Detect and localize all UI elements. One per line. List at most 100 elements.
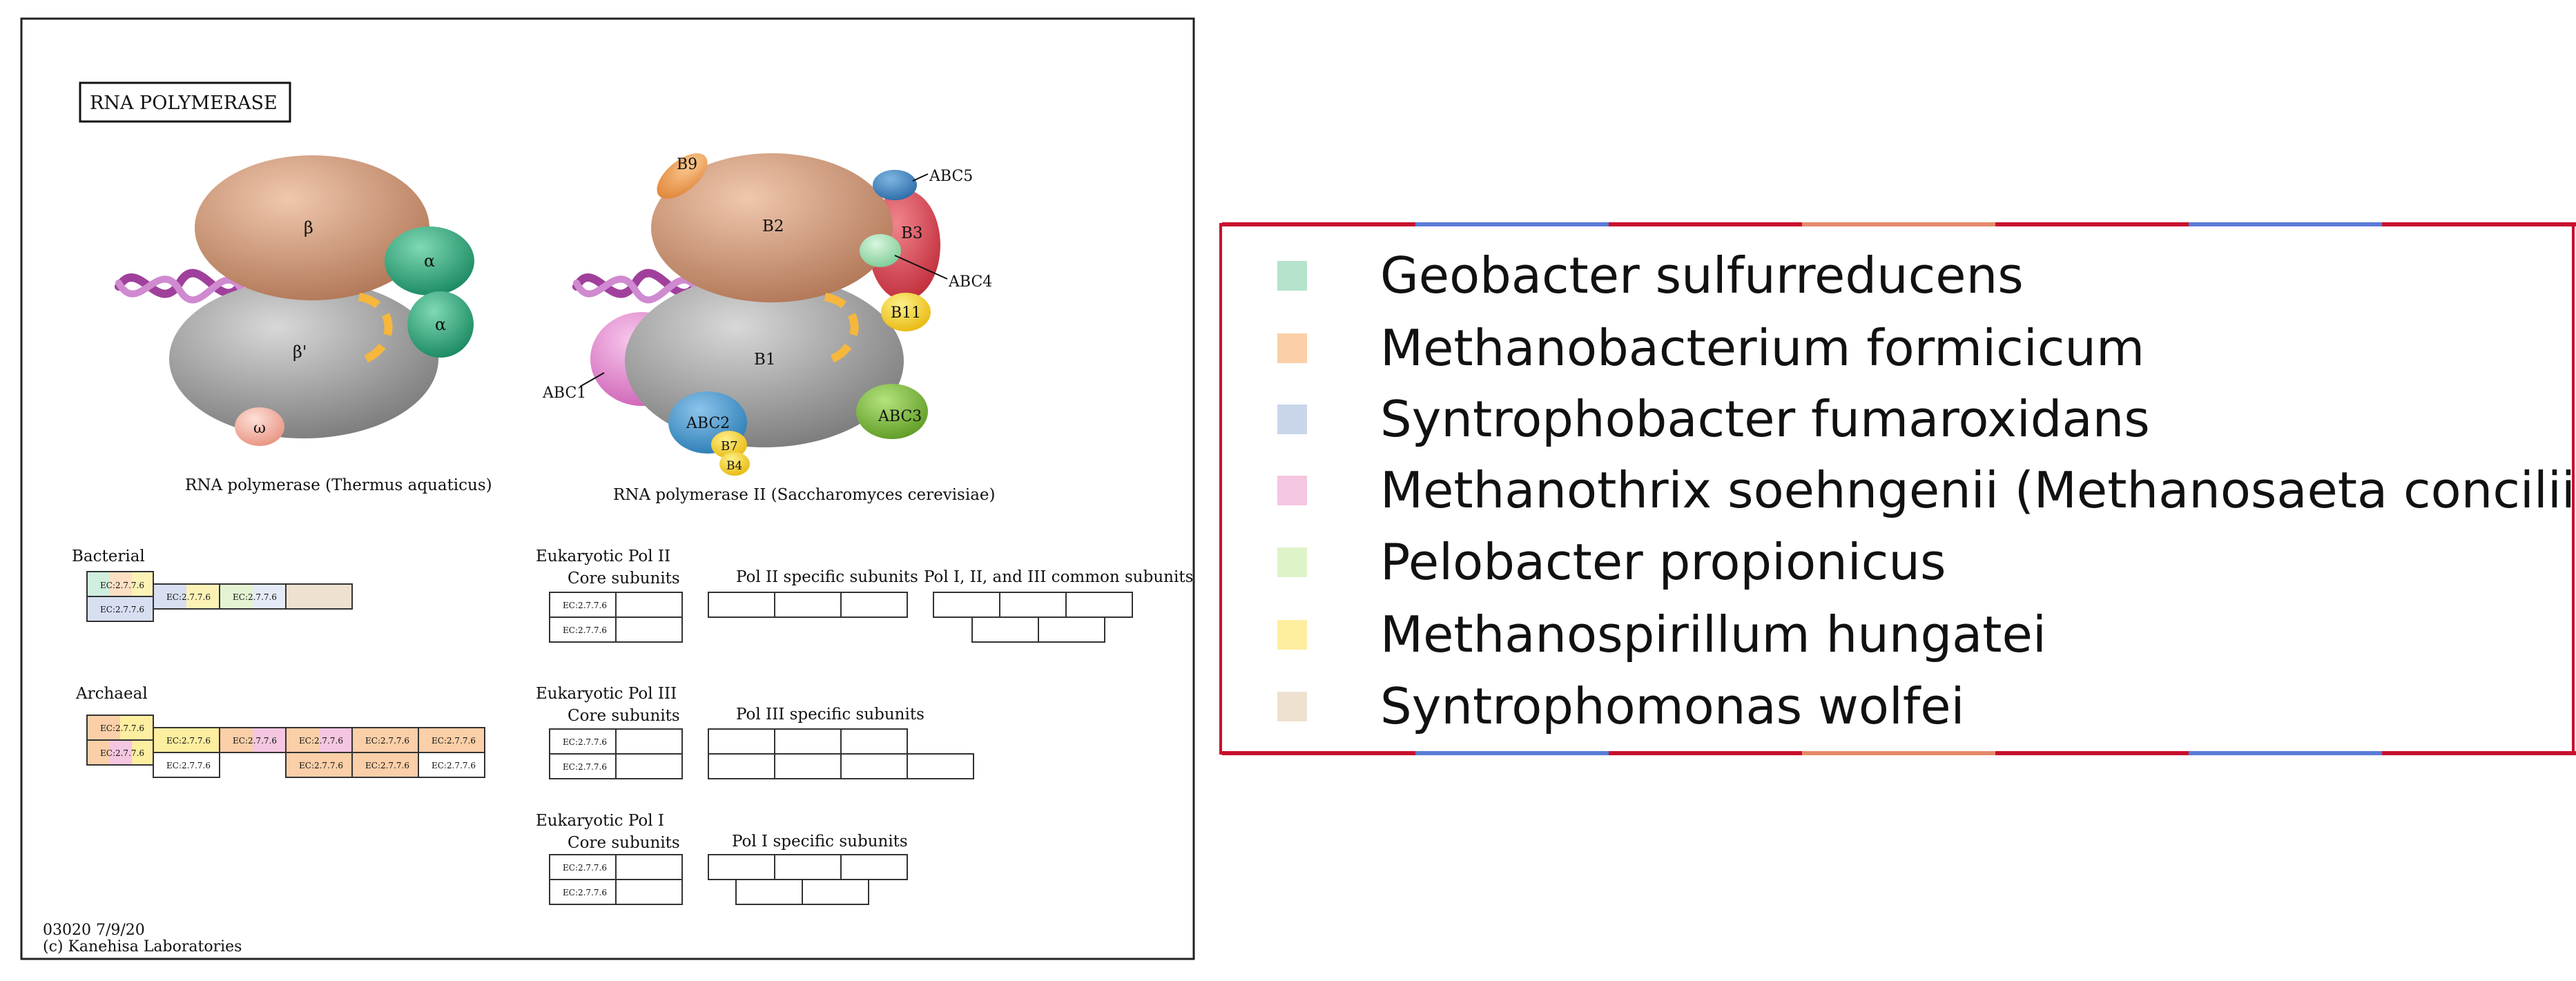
B7-label: B7 (721, 439, 738, 454)
B4-subunit[interactable] (719, 452, 750, 476)
pol1-specific-box-4[interactable] (735, 879, 803, 905)
archaeal-box-7[interactable] (285, 752, 353, 778)
archaeal-box-11[interactable] (418, 752, 485, 778)
legend-swatch-methanothrix (1277, 475, 1307, 505)
pol1-specific-box-1[interactable] (708, 854, 775, 880)
omega-subunit[interactable] (235, 407, 284, 446)
common-box-1[interactable] (933, 592, 1000, 618)
legend-item: Geobacter sulfurreducens (1277, 244, 2024, 307)
pol3-specific-box-5[interactable] (774, 753, 842, 779)
archaeal-box-2-band-yellow (132, 741, 153, 764)
archaeal-box-1-band-orange (88, 716, 120, 739)
archaeal-box-9[interactable] (351, 752, 419, 778)
map-frame (20, 17, 1195, 960)
bacterial-rna-path (358, 293, 393, 363)
archaeal-heading: Archaeal (75, 685, 148, 703)
pol3-specific-box-1[interactable] (708, 728, 775, 755)
legend-top-rule (1222, 222, 2576, 226)
alpha-label-bottom: α (435, 315, 446, 334)
kegg-pathway-map: RNA POLYMERASE β β' α α ω RNA polymerase… (0, 0, 1205, 978)
common-box-3[interactable] (1065, 592, 1133, 618)
B4-label: B4 (726, 459, 742, 473)
bacterial-box-1-band-yellow (132, 572, 153, 596)
B11-subunit[interactable] (881, 293, 931, 331)
bacterial-box-3-band-yellow (186, 585, 219, 608)
legend-label-geobacter: Geobacter sulfurreducens (1380, 246, 2024, 304)
pol2-specific-box-1[interactable] (708, 592, 775, 618)
pol2-specific-heading: Pol II specific subunits (736, 568, 918, 586)
B9-label: B9 (677, 156, 697, 173)
pol1-core-heading: Core subunits (568, 834, 680, 852)
archaeal-ec-4: EC:2.7.7.6 (166, 761, 211, 770)
common-box-4[interactable] (971, 616, 1039, 643)
pol3-core-ec-1: EC:2.7.7.6 (563, 737, 607, 747)
B1-label: B1 (754, 351, 776, 369)
ABC4-label: ABC4 (948, 273, 992, 291)
alpha-subunit-top[interactable] (385, 226, 474, 295)
map-id-date: 03020 7/9/20 (43, 922, 145, 939)
ABC5-subunit[interactable] (873, 170, 917, 200)
legend-swatch-methanospirillum (1277, 619, 1307, 650)
pol1-core-box-4[interactable] (615, 879, 683, 905)
common-box-2[interactable] (999, 592, 1067, 618)
common-box-5[interactable] (1038, 616, 1105, 643)
bacterial-enzyme-boxes: EC:2.7.7.6 EC:2.7.7.6 EC:2.7.7.6 EC:2.7.… (86, 571, 353, 622)
bacterial-ec-3: EC:2.7.7.6 (166, 592, 211, 602)
bacterial-box-4-band-blue (253, 585, 285, 608)
bacterial-box-1-band-green (88, 572, 110, 596)
pol3-specific-box-6[interactable] (840, 753, 908, 779)
pol2-core-box-2[interactable] (615, 592, 683, 618)
ABC4-subunit[interactable] (860, 234, 901, 267)
pol2-core-box-1[interactable] (549, 592, 617, 618)
beta-subunit[interactable] (195, 155, 429, 300)
pol3-core-box-1[interactable] (549, 728, 617, 755)
archaeal-box-10[interactable] (418, 727, 485, 753)
pol3-enzyme-boxes: EC:2.7.7.6 EC:2.7.7.6 (549, 728, 974, 779)
alpha-subunit-bottom[interactable] (407, 291, 474, 358)
legend-item: Syntrophobacter fumaroxidans (1277, 388, 2150, 450)
bacterial-ec-1: EC:2.7.7.6 (100, 581, 144, 590)
ABC3-subunit[interactable] (856, 384, 928, 439)
pol1-specific-box-3[interactable] (840, 854, 908, 880)
archaeal-box-4[interactable] (153, 752, 220, 778)
pol3-specific-box-4[interactable] (708, 753, 775, 779)
pol3-core-box-4[interactable] (615, 753, 683, 779)
pol2-enzyme-boxes: EC:2.7.7.6 EC:2.7.7.6 (549, 592, 1133, 643)
bacterial-box-1-band-orange (110, 572, 132, 596)
organism-legend: Geobacter sulfurreducens Methanobacteriu… (1219, 222, 2576, 755)
legend-item: Methanospirillum hungatei (1277, 603, 2046, 666)
beta-prime-label: β' (293, 342, 307, 362)
bacterial-caption: RNA polymerase (Thermus aquaticus) (185, 476, 492, 494)
pol2-specific-box-3[interactable] (840, 592, 908, 618)
pol3-specific-heading: Pol III specific subunits (736, 706, 924, 723)
pol2-core-box-4[interactable] (615, 616, 683, 643)
archaeal-box-5-band-orange (220, 728, 253, 752)
B2-subunit[interactable] (651, 153, 893, 302)
beta-prime-subunit[interactable] (169, 280, 438, 438)
archaeal-ec-9: EC:2.7.7.6 (365, 761, 409, 770)
archaeal-box-2-band-pink (110, 741, 132, 764)
archaeal-box-2-band-orange (88, 741, 110, 764)
pol3-core-box-2[interactable] (615, 728, 683, 755)
B9-subunit[interactable] (649, 145, 715, 207)
archaeal-ec-11: EC:2.7.7.6 (432, 761, 476, 770)
alpha-label-top: α (424, 251, 435, 271)
pol3-specific-box-7[interactable] (907, 753, 974, 779)
pol2-core-heading: Core subunits (568, 570, 680, 587)
pol2-specific-box-2[interactable] (774, 592, 842, 618)
bacterial-polymerase-structure: β β' α α ω RNA polymerase (Thermus aquat… (115, 155, 492, 494)
pol3-core-ec-3: EC:2.7.7.6 (563, 762, 607, 772)
pol3-specific-box-2[interactable] (774, 728, 842, 755)
pol1-core-box-3[interactable] (549, 879, 617, 905)
B7-subunit[interactable] (711, 431, 747, 458)
pol2-core-box-3[interactable] (549, 616, 617, 643)
pol3-specific-box-3[interactable] (840, 728, 908, 755)
legend-swatch-syntrophomonas (1277, 691, 1307, 721)
pol1-specific-box-5[interactable] (802, 879, 869, 905)
bacterial-box-2[interactable] (86, 596, 154, 622)
pol1-specific-box-2[interactable] (774, 854, 842, 880)
beta-label: β (304, 218, 313, 237)
pol1-core-box-2[interactable] (615, 854, 683, 880)
ABC2-label: ABC2 (686, 415, 730, 432)
bacterial-box-5[interactable] (285, 583, 353, 610)
